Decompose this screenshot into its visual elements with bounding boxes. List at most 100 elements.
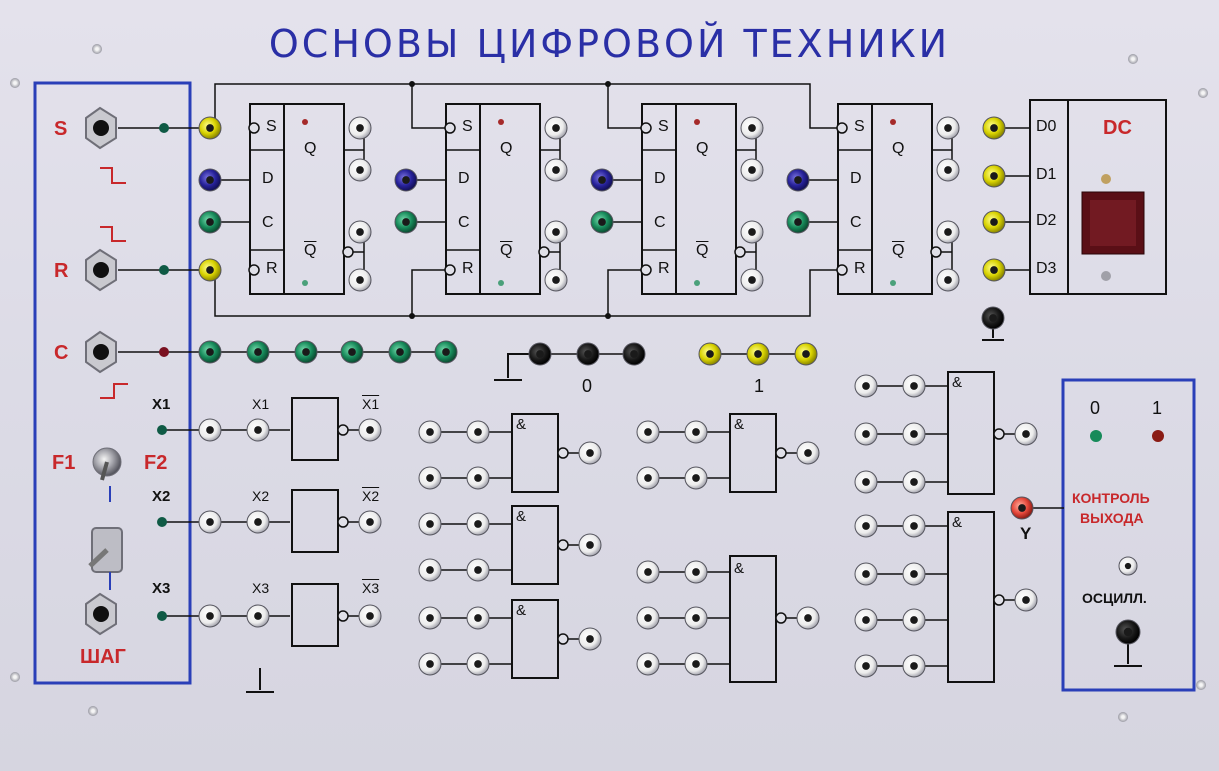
inv-in-label-2: X2	[252, 488, 270, 504]
jack-decoder-in-hole	[990, 124, 998, 132]
jack-inv-out-hole	[366, 612, 374, 620]
jack-inv-in-hole	[254, 426, 262, 434]
screw	[1128, 54, 1138, 64]
jack-qbar-hole	[748, 228, 756, 236]
panel-title: ОСНОВЫ ЦИФРОВОЙ ТЕХНИКИ	[268, 22, 951, 66]
ff-pin-d: D	[262, 170, 274, 187]
jack-and-in-hole	[910, 616, 918, 624]
jack-c-hole	[598, 218, 606, 226]
button-step[interactable]	[85, 592, 117, 636]
ff-pin-s: S	[266, 118, 277, 135]
jack-q-hole	[356, 124, 364, 132]
jack-and-in-hole	[644, 614, 652, 622]
and-symbol: &	[516, 508, 527, 525]
jack-and-in-hole	[474, 428, 482, 436]
jack-clock-hole	[348, 348, 356, 356]
jack-q-hole	[944, 166, 952, 174]
jack-d-hole	[402, 176, 410, 184]
jack-qbar-hole	[944, 276, 952, 284]
jack-d-hole	[206, 176, 214, 184]
jack-and-in-hole	[910, 382, 918, 390]
jack-q-hole	[944, 124, 952, 132]
and-symbol: &	[516, 416, 527, 433]
jack-and-in-hole	[474, 566, 482, 574]
screw	[1118, 712, 1128, 722]
and-symbol: &	[952, 514, 963, 531]
ff-pin-r: R	[854, 260, 866, 277]
screw	[10, 78, 20, 88]
jack-and-in-hole	[644, 428, 652, 436]
jack-s-hole	[206, 124, 214, 132]
x-input-led	[157, 517, 167, 527]
jack-q-hole	[356, 166, 364, 174]
jack-inv-in-hole	[254, 518, 262, 526]
jack-x-hole	[206, 426, 214, 434]
jack-and-in-hole	[426, 566, 434, 574]
ff-pin-c: C	[850, 214, 862, 231]
jack-qbar-hole	[552, 276, 560, 284]
jack-ground-hole	[989, 314, 997, 322]
jack-d-hole	[794, 176, 802, 184]
screw	[1198, 88, 1208, 98]
jack-and-out-hole	[1022, 596, 1030, 604]
jack-and-in-hole	[862, 382, 870, 390]
ff-pin-c: C	[654, 214, 666, 231]
ff-pin-qbar: Q	[304, 242, 317, 259]
jack-and-in-hole	[474, 474, 482, 482]
jack-qbar-hole	[356, 228, 364, 236]
and-symbol: &	[952, 374, 963, 391]
ff-pin-s: S	[658, 118, 669, 135]
jack-c-hole	[402, 218, 410, 226]
jack-const-one-hole	[754, 350, 762, 358]
switch-c[interactable]	[85, 330, 117, 374]
toggle-mode[interactable]	[88, 527, 123, 573]
switch-r[interactable]	[85, 248, 117, 292]
screw	[10, 672, 20, 682]
x-input-led	[157, 611, 167, 621]
jack-and-out-hole	[586, 449, 594, 457]
jack-and-in-hole	[910, 570, 918, 578]
jack-and-in-hole	[862, 430, 870, 438]
jack-q-hole	[552, 166, 560, 174]
jack-output-y-hole	[1018, 504, 1026, 512]
inv-in-label-1: X1	[252, 396, 270, 412]
decoder-in-d3: D3	[1036, 260, 1057, 277]
jack-and-in-hole	[644, 660, 652, 668]
ff-pin-c: C	[262, 214, 274, 231]
inv-in-label-3: X3	[252, 580, 270, 596]
jack-and-in-hole	[692, 474, 700, 482]
jack-and-in-hole	[426, 660, 434, 668]
switch-r-label: R	[54, 260, 69, 282]
jack-and-in-hole	[862, 522, 870, 530]
ff-pin-qbar: Q	[892, 242, 905, 259]
led-zero-label: 0	[1090, 398, 1101, 418]
screw	[1196, 680, 1206, 690]
ff-pin-q: Q	[696, 140, 709, 157]
and-symbol: &	[734, 560, 745, 577]
ff-pin-r: R	[266, 260, 278, 277]
screw	[88, 706, 98, 716]
jack-and-in-hole	[862, 616, 870, 624]
jack-and-out-hole	[804, 449, 812, 457]
decoder-in-d1: D1	[1036, 166, 1057, 183]
decoder-label: DC	[1103, 117, 1132, 139]
switch-s[interactable]	[85, 106, 117, 150]
jack-and-in-hole	[426, 520, 434, 528]
jack-decoder-in-hole	[990, 266, 998, 274]
jack-and-in-hole	[910, 662, 918, 670]
toggle-f1-f2[interactable]	[92, 447, 122, 481]
jack-and-in-hole	[426, 428, 434, 436]
jack-and-in-hole	[910, 522, 918, 530]
ff-pin-d: D	[850, 170, 862, 187]
jack-and-in-hole	[474, 660, 482, 668]
jack-inv-out-hole	[366, 426, 374, 434]
and-symbol: &	[734, 416, 745, 433]
x-input-led	[157, 425, 167, 435]
step-label: ШАГ	[80, 646, 126, 668]
jack-inv-out-hole	[366, 518, 374, 526]
jack-and-in-hole	[426, 474, 434, 482]
jack-oscilloscope-hole	[1124, 562, 1132, 570]
jack-qbar-hole	[944, 228, 952, 236]
